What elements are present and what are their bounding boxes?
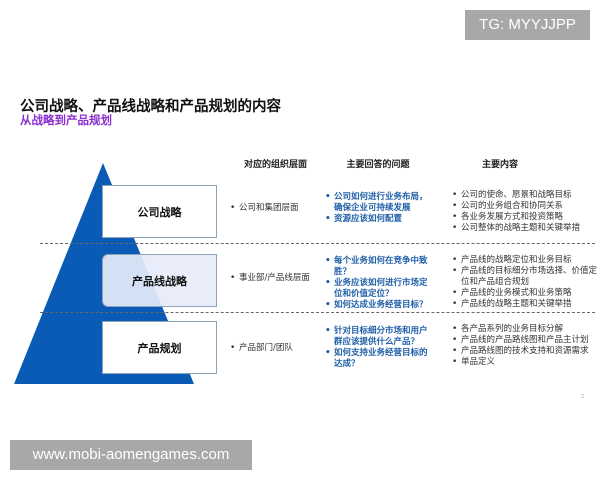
list-item: 产品线的目标细分市场选择、价值定位和产品组合规划	[452, 266, 597, 288]
tier-label: 产品线战略	[132, 274, 187, 288]
list-item: 如何支持业务经营目标的达成？	[325, 348, 433, 370]
page-subtitle: 从战略到产品规划	[20, 113, 112, 127]
page-title: 公司战略、产品线战略和产品规划的内容	[20, 99, 281, 115]
list-item: 产品线的业务模式和业务策略	[452, 288, 597, 299]
tier-product-line-strategy: 产品线战略	[102, 254, 217, 307]
header-org-level: 对应的组织层面	[243, 160, 307, 170]
list-item: 公司整体的战略主题和关键举措	[452, 223, 597, 234]
list-item: 产品线的产品路线图和产品主计划	[452, 335, 600, 346]
list-item: 公司的使命、愿景和战略目标	[452, 190, 597, 201]
list-item: 各产品系列的业务目标分解	[452, 324, 600, 335]
list-item: 产品路线图的技术支持和资源需求	[452, 346, 600, 357]
header-content: 主要内容	[481, 160, 518, 170]
list-item: 产品线的战略定位和业务目标	[452, 255, 597, 266]
org-level-cell-1: 公司和集团层面	[230, 203, 330, 214]
tier-label: 公司战略	[137, 205, 182, 219]
list-item: 产品部门/团队	[230, 343, 330, 354]
header-questions: 主要回答的问题	[346, 160, 410, 170]
tier-company-strategy: 公司战略	[102, 185, 217, 238]
divider-2	[40, 312, 595, 313]
org-level-cell-3: 产品部门/团队	[230, 343, 330, 354]
list-item: 每个业务如何在竞争中致胜？	[325, 256, 433, 278]
list-item: 公司和集团层面	[230, 203, 330, 214]
questions-cell-2: 每个业务如何在竞争中致胜？ 业务应该如何进行市场定位和价值定位？ 如何达成业务经…	[325, 256, 433, 311]
questions-cell-1: 公司如何进行业务布局，确保企业可持续发展 资源应该如何配置	[325, 192, 435, 225]
list-item: 单品定义	[452, 357, 600, 368]
watermark-url: www.mobi-aomengames.com	[10, 440, 252, 470]
list-item: 业务应该如何进行市场定位和价值定位？	[325, 278, 433, 300]
list-item: 针对目标细分市场和用户群应该提供什么产品？	[325, 326, 433, 348]
tier-product-planning: 产品规划	[102, 321, 217, 374]
list-item: 如何达成业务经营目标？	[325, 300, 433, 311]
list-item: 公司如何进行业务布局，确保企业可持续发展	[325, 192, 435, 214]
page-number: 2	[581, 394, 585, 400]
list-item: 产品线的战略主题和关键举措	[452, 299, 597, 310]
divider-1	[40, 243, 595, 244]
questions-cell-3: 针对目标细分市场和用户群应该提供什么产品？ 如何支持业务经营目标的达成？	[325, 326, 433, 370]
list-item: 资源应该如何配置	[325, 214, 435, 225]
content-cell-3: 各产品系列的业务目标分解 产品线的产品路线图和产品主计划 产品路线图的技术支持和…	[452, 324, 600, 368]
content-cell-1: 公司的使命、愿景和战略目标 公司的业务组合和协同关系 各业务发展方式和投资策略 …	[452, 190, 597, 234]
org-level-cell-2: 事业部/产品线层面	[230, 273, 330, 284]
list-item: 各业务发展方式和投资策略	[452, 212, 597, 223]
watermark-tg: TG: MYYJJPP	[465, 10, 590, 40]
tier-label: 产品规划	[137, 341, 182, 355]
list-item: 公司的业务组合和协同关系	[452, 201, 597, 212]
list-item: 事业部/产品线层面	[230, 273, 330, 284]
content-cell-2: 产品线的战略定位和业务目标 产品线的目标细分市场选择、价值定位和产品组合规划 产…	[452, 255, 597, 310]
